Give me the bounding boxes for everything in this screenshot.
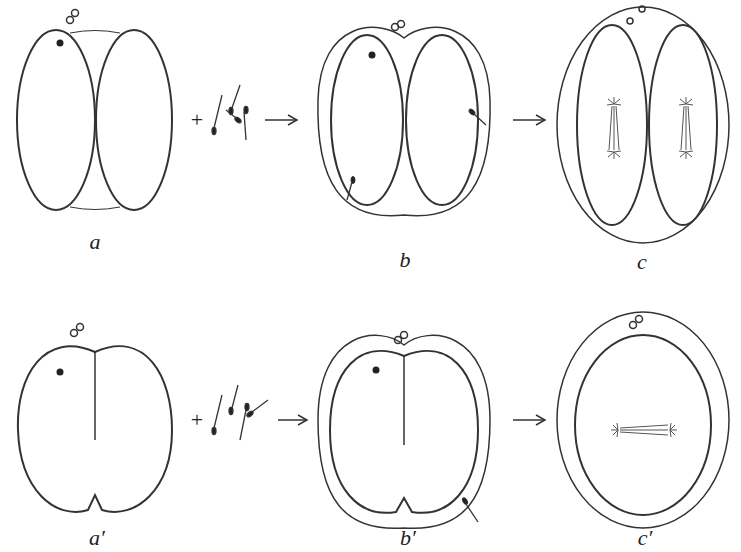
fertilised-incomplete-egg <box>318 332 490 529</box>
arrow <box>278 415 307 425</box>
incompletely-cleaved-egg <box>18 324 172 512</box>
figure-letter: b <box>400 249 411 271</box>
figure-letter: b′ <box>400 527 416 549</box>
arrow <box>265 115 297 125</box>
plus-sign: + <box>191 109 203 131</box>
figure-letter: c <box>637 251 647 273</box>
figure-letter: a <box>90 231 101 253</box>
sperm-group <box>212 85 248 140</box>
figure-letter: c′ <box>638 527 653 549</box>
cleaving-egg <box>557 6 729 243</box>
single-spindle-egg <box>557 312 729 528</box>
plus-sign: + <box>191 409 203 431</box>
fertilised-two-cell-egg <box>318 21 490 216</box>
figure-letter: a′ <box>89 527 105 549</box>
arrow <box>513 115 545 125</box>
arrow <box>513 415 545 425</box>
two-cell-egg <box>17 10 172 211</box>
sperm-group <box>212 385 268 440</box>
